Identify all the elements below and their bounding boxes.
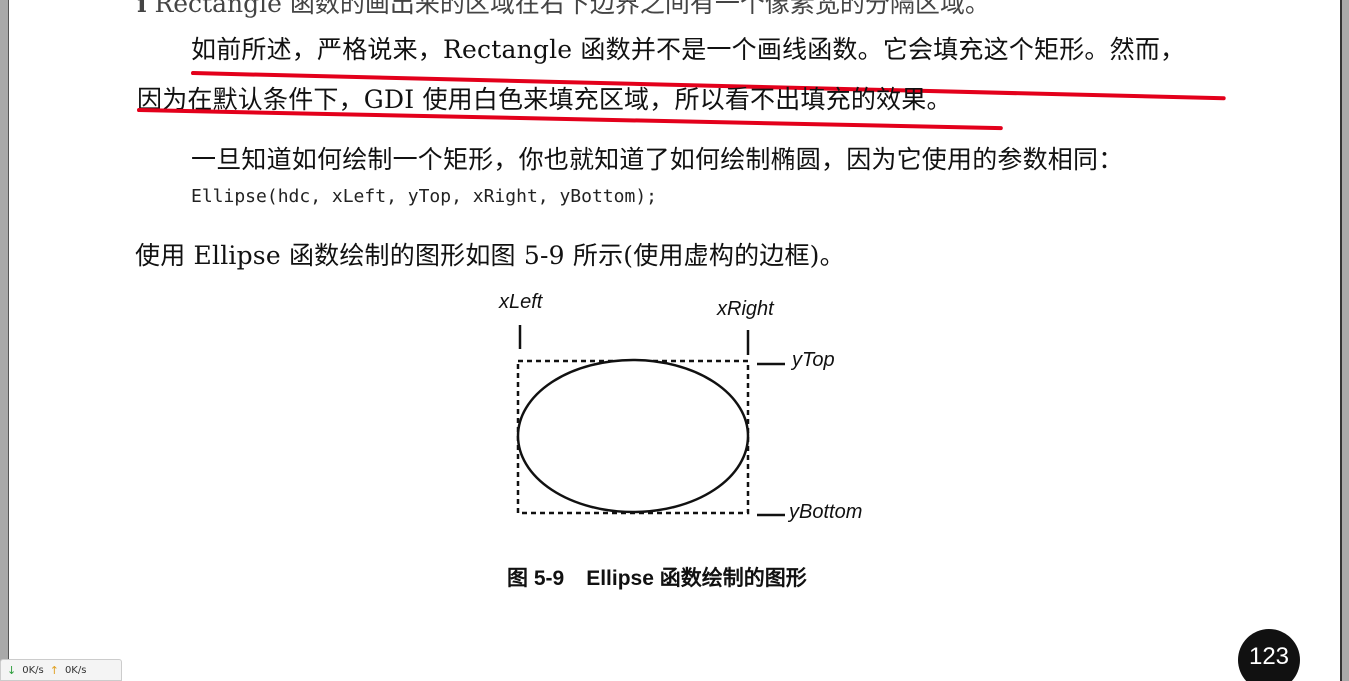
arrow-up-icon: ↑ — [49, 663, 59, 677]
ytop-label: yTop — [792, 349, 835, 371]
xright-label: xRight — [717, 298, 774, 320]
xleft-label: xLeft — [499, 291, 543, 313]
download-speed: 0K/s — [22, 664, 44, 676]
cut-off-text-line: ℹ Rectangle 函数的画出来的区域在右下边界之间有一个像素宽的分隔区域。 — [137, 0, 990, 18]
figure-caption: 图 5-9 Ellipse 函数绘制的图形 — [507, 562, 807, 592]
paragraph-1-line-1: 如前所述，严格说来，Rectangle 函数并不是一个画线函数。它会填充这个矩形… — [191, 35, 1186, 64]
ellipse-shape — [516, 358, 750, 514]
ellipse-diagram — [516, 325, 785, 517]
caption-text: Ellipse 函数绘制的图形 — [586, 567, 807, 590]
caption-number: 图 5-9 — [507, 567, 565, 590]
page-number-badge: 123 — [1238, 629, 1300, 681]
arrow-down-icon: ↓ — [7, 663, 17, 677]
paragraph-1-line-2: 因为在默认条件下，GDI 使用白色来填充区域，所以看不出填充的效果。 — [137, 85, 952, 114]
document-page: ℹ Rectangle 函数的画出来的区域在右下边界之间有一个像素宽的分隔区域。… — [8, 0, 1342, 681]
ellipse-figure: xLeft xRight yTop yBottom — [459, 285, 919, 530]
paragraph-3: 使用 Ellipse 函数绘制的图形如图 5-9 所示(使用虚构的边框)。 — [135, 241, 845, 270]
upload-speed: 0K/s — [64, 664, 87, 676]
code-snippet: Ellipse(hdc, xLeft, yTop, xRight, yBotto… — [191, 186, 657, 207]
network-speed-widget[interactable]: ↓ 0K/s ↑ 0K/s — [0, 659, 122, 681]
paragraph-2: 一旦知道如何绘制一个矩形，你也就知道了如何绘制椭圆，因为它使用的参数相同： — [191, 145, 1124, 174]
ybottom-label: yBottom — [789, 501, 863, 523]
